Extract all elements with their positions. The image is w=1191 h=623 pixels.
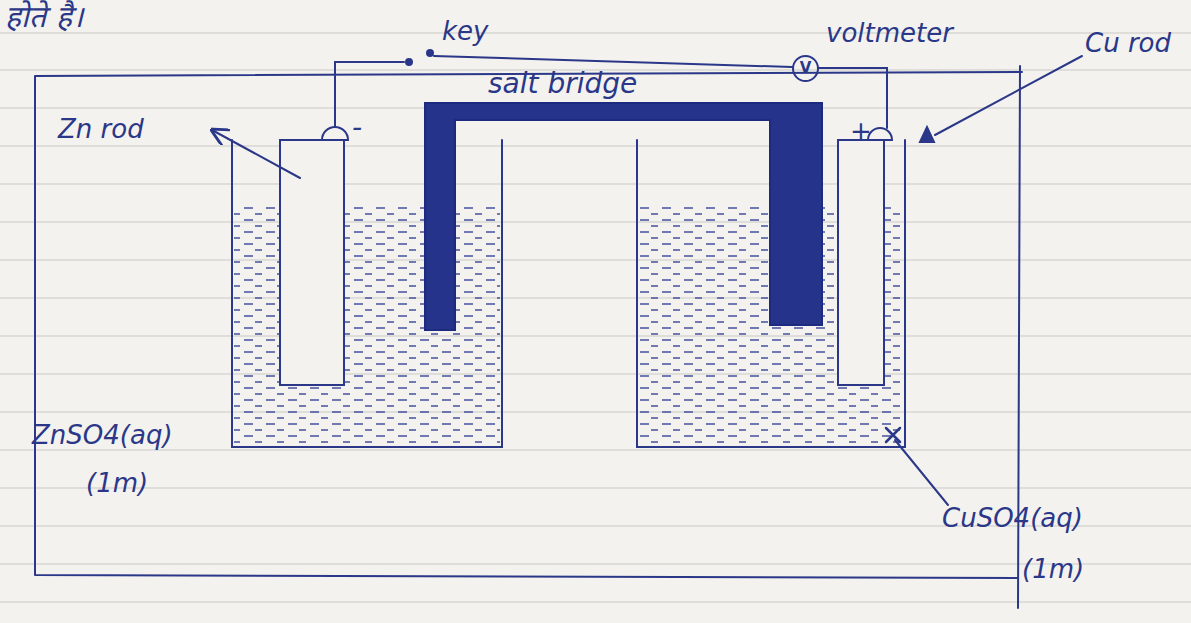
solution-marker [886, 428, 900, 442]
left-beaker [232, 140, 502, 447]
outer-frame [35, 66, 1022, 608]
voltmeter-symbol: V [792, 55, 819, 82]
negative-sign: - [352, 114, 362, 142]
key-contact [427, 50, 433, 56]
voltmeter-label: voltmeter [826, 20, 953, 46]
leader-line [895, 440, 948, 505]
salt-bridge-label: salt bridge [488, 70, 637, 98]
copper-marker [920, 127, 934, 142]
zinc-terminal [322, 127, 348, 140]
wire [335, 56, 887, 128]
zinc-rod [280, 140, 344, 385]
concentration-label: (1m) [86, 470, 148, 496]
salt-bridge [425, 103, 822, 330]
positive-sign: + [850, 118, 872, 144]
znso4-label: ZnSO4(aq) [32, 422, 173, 448]
concentration-label: (1m) [1022, 556, 1084, 582]
key-label: key [442, 18, 488, 44]
node-text: V [800, 61, 812, 76]
leader-line [935, 56, 1082, 135]
copper-rod-label: Cu rod [1085, 30, 1171, 56]
cuso4-label: CuSO4(aq) [942, 505, 1083, 531]
leader-line [212, 130, 300, 178]
znso4-solution [234, 205, 500, 445]
zinc-rod-label: Zn rod [58, 116, 144, 142]
ruled-lines [0, 33, 1191, 602]
copper-rod [838, 140, 884, 385]
key-contact [406, 59, 412, 65]
page-fragment: होते है। [5, 2, 83, 32]
